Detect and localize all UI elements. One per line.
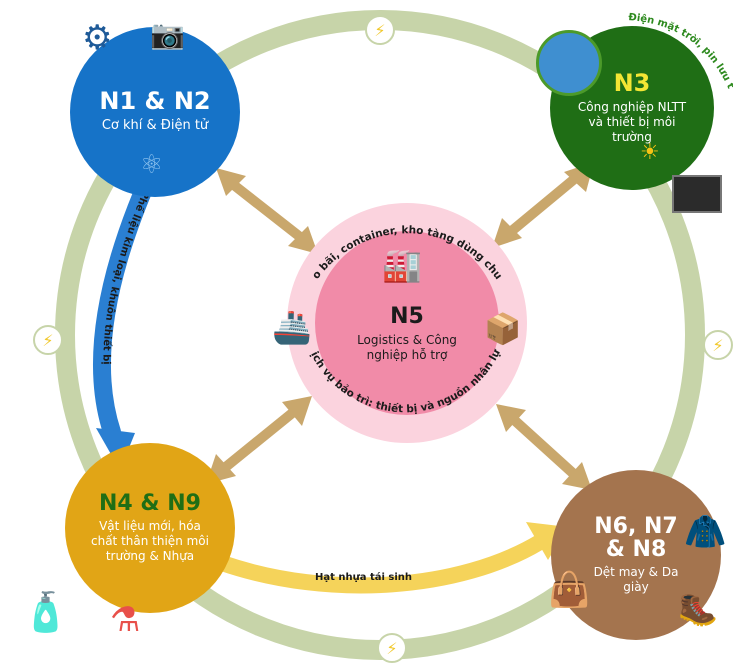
- warehouse-icon: 🏭: [382, 246, 422, 284]
- node-n3-subtitle: Công nghiệp NLTT và thiết bị môi trường: [577, 100, 687, 145]
- cargo-ship-icon: 🚢: [272, 308, 312, 346]
- boxes-icon: 📦: [484, 312, 522, 347]
- boots-icon: 🥾: [678, 590, 718, 628]
- node-n678-subtitle: Dệt may & Da giày: [593, 565, 679, 595]
- node-n5-title: N5: [390, 304, 424, 330]
- node-n45-title: N4 & N9: [99, 490, 201, 516]
- solar-plant-icon: ☀: [640, 140, 660, 165]
- battery-solar-icon: [672, 175, 722, 213]
- node-n45[interactable]: N4 & N9 Vật liệu mới, hóa chất thân thiệ…: [65, 443, 235, 613]
- link-arrow-n678-n5: [496, 404, 592, 490]
- lightning-icon-right: ⚡: [703, 330, 733, 360]
- node-n12-bg: [70, 27, 240, 197]
- node-n678-title: N6, N7 & N8: [594, 513, 678, 562]
- svg-text:⚡: ⚡: [712, 336, 723, 355]
- gears-wrench-icon: ⚙: [82, 18, 113, 58]
- flow-arrowhead-scrap-metal: [96, 428, 135, 470]
- lightning-icon-bottom: ⚡: [377, 633, 407, 663]
- lab-flasks-icon: ⚗: [110, 600, 141, 640]
- plastic-bottles-icon: 🧴: [22, 590, 70, 634]
- leather-jacket-icon: 🧥: [684, 512, 727, 552]
- link-arrow-n3-n5: [492, 162, 594, 248]
- phone-robot-camera-icon: 📷: [150, 18, 185, 51]
- svg-text:⚡: ⚡: [386, 639, 397, 658]
- atom-icon: ⚛: [140, 150, 164, 180]
- node-n3-title: N3: [613, 68, 651, 97]
- handbag-icon: 👜: [548, 570, 591, 610]
- node-n45-subtitle: Vật liệu mới, hóa chất thân thiện môi tr…: [91, 519, 209, 564]
- link-arrow-n12-n5: [216, 168, 318, 254]
- flow-arrow-scrap-metal: [93, 166, 159, 441]
- node-n12-title: N1 & N2: [99, 87, 211, 116]
- node-n12-subtitle: Cơ khí & Điện tử: [101, 118, 209, 134]
- node-n12[interactable]: N1 & N2 Cơ khí & Điện tử: [70, 27, 240, 197]
- node-n3[interactable]: N3 Công nghiệp NLTT và thiết bị môi trườ…: [550, 26, 714, 190]
- node-n45-bg: [65, 443, 235, 613]
- node-n5[interactable]: N5 Logistics & Công nghiệp hỗ trợ: [337, 255, 477, 395]
- n5-core: [315, 231, 499, 415]
- svg-text:⚡: ⚡: [374, 21, 385, 40]
- node-n5-subtitle: Logistics & Công nghiệp hỗ trợ: [357, 332, 457, 362]
- node-n678[interactable]: N6, N7 & N8 Dệt may & Da giày: [551, 470, 721, 640]
- link-arrow-n45-n5: [206, 396, 312, 484]
- lightning-icon-top: ⚡: [365, 15, 395, 45]
- lightning-icon-left: ⚡: [33, 325, 63, 355]
- earth-tree-icon: [536, 30, 602, 96]
- flow-arrow-recycled-plastic: [214, 534, 548, 594]
- svg-text:⚡: ⚡: [42, 331, 53, 350]
- flow-label-recycled-plastic: Hạt nhựa tái sinh: [315, 571, 412, 583]
- node-n678-bg: [551, 470, 721, 640]
